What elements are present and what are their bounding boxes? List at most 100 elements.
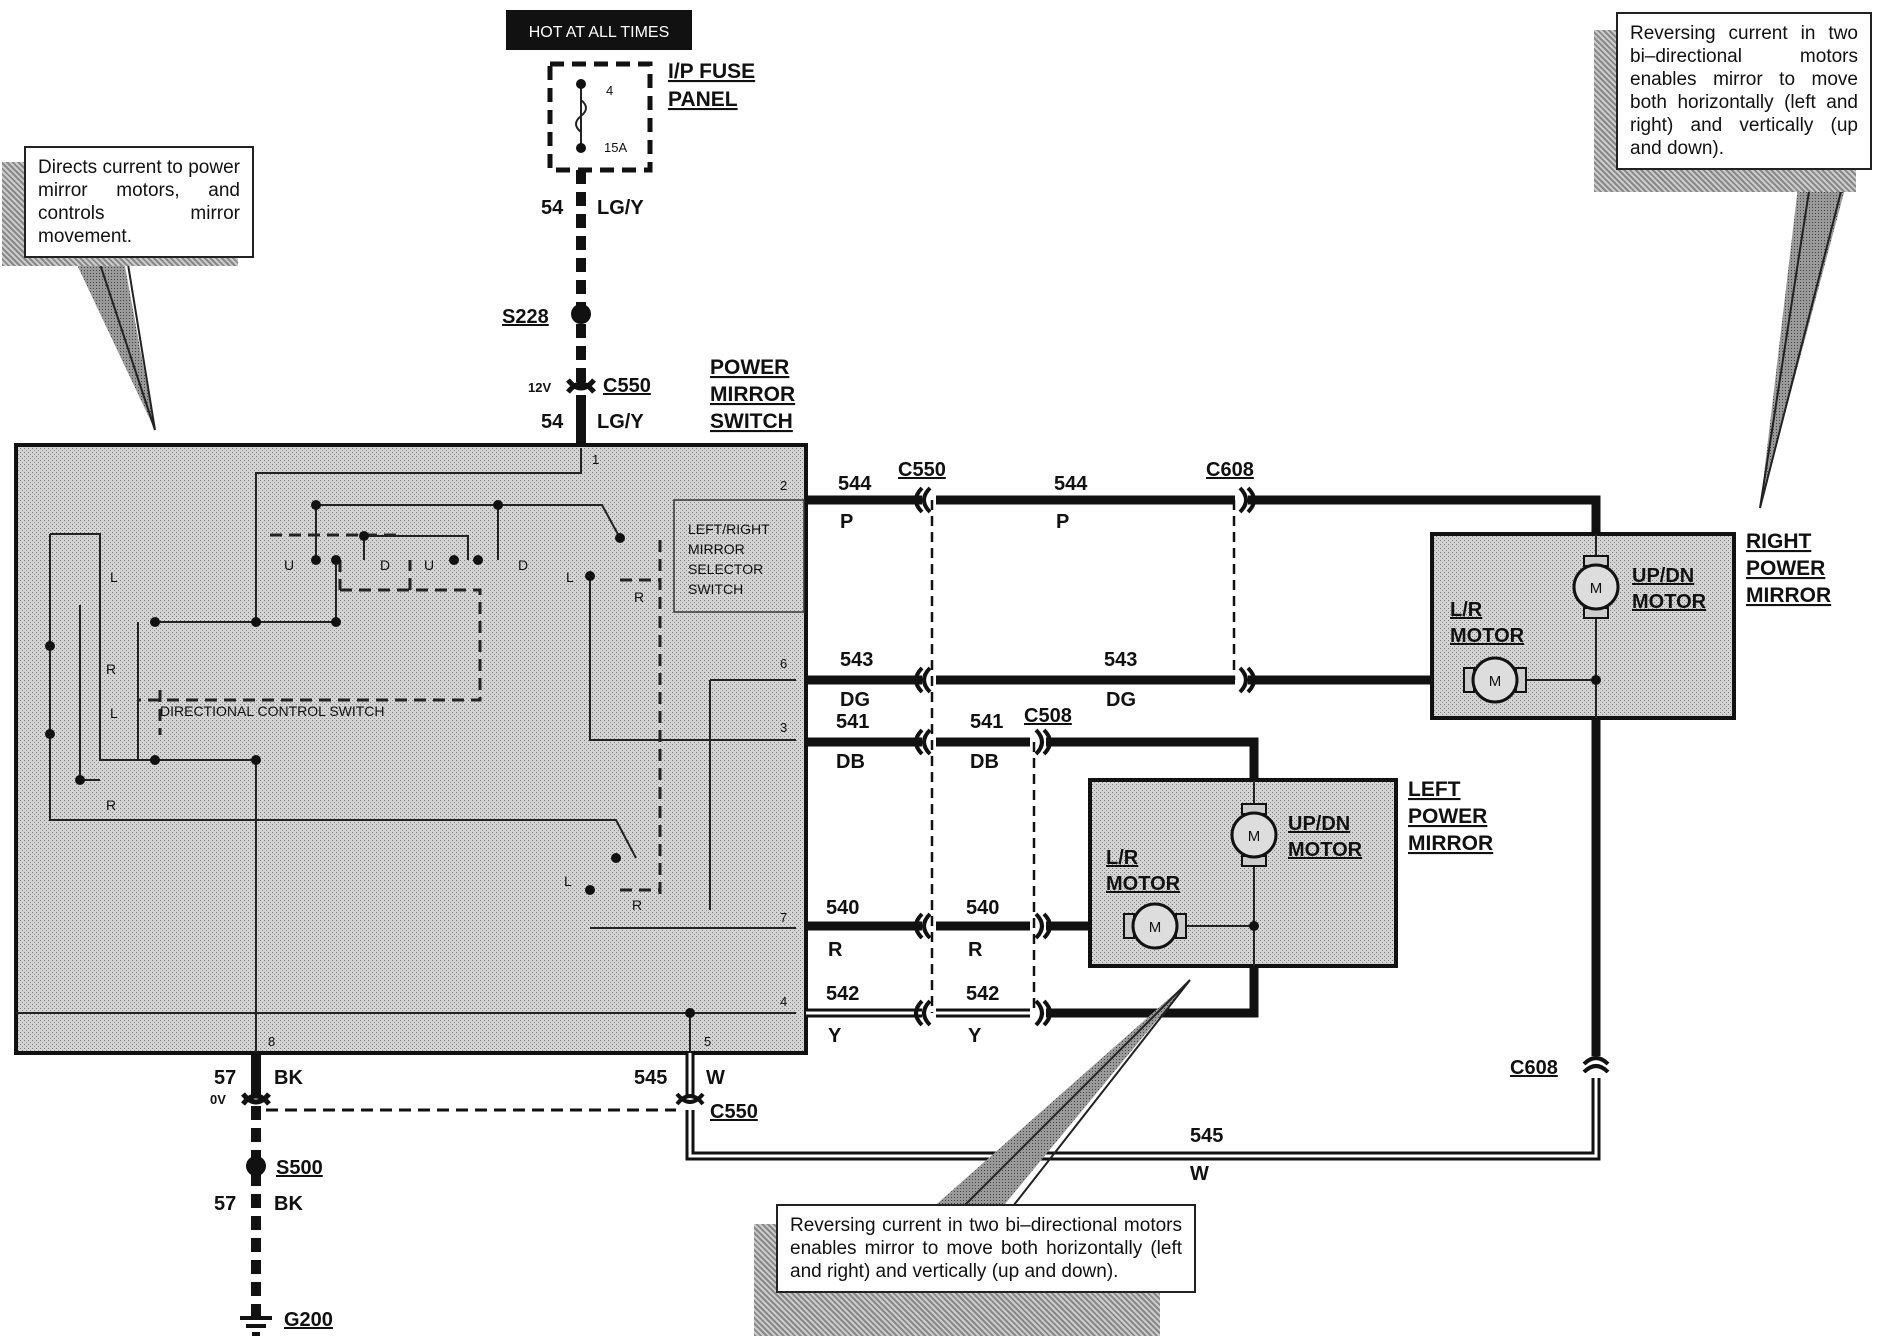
pin-8: 8 xyxy=(268,1034,275,1049)
right-mirror-title-1: RIGHT xyxy=(1746,530,1812,553)
contact-l-2: L xyxy=(110,705,118,721)
return-wire-color-right: W xyxy=(1190,1163,1209,1185)
left-lr-motor-symbol: M xyxy=(1149,919,1162,936)
left-updn-motor-label-1: UP/DN xyxy=(1288,813,1350,835)
fuse-panel-box xyxy=(547,61,653,173)
connector-symbols xyxy=(914,486,1610,1074)
wire-540-num-b: 540 xyxy=(966,897,999,919)
feed-color-top: LG/Y xyxy=(597,197,644,219)
ground-circuit-bottom: 57 xyxy=(214,1193,236,1215)
feed-circuit-top: 54 xyxy=(541,197,564,219)
ground-point-label: G200 xyxy=(284,1309,333,1331)
wire-544-num-a: 544 xyxy=(838,473,872,495)
contact-l-4: L xyxy=(564,873,572,889)
return-wire-color-left: W xyxy=(706,1067,725,1089)
pin-6: 6 xyxy=(780,656,787,671)
contact-r-2: R xyxy=(106,797,116,813)
pin-4: 4 xyxy=(780,994,787,1009)
fuse-panel-title-1: I/P FUSE xyxy=(668,60,755,83)
left-lr-motor-icon: M xyxy=(1123,902,1187,950)
contact-l-1: L xyxy=(110,569,118,585)
right-mirror-title-3: MIRROR xyxy=(1746,584,1831,607)
contact-d-2: D xyxy=(518,557,528,573)
hot-at-all-times-label: HOT AT ALL TIMES xyxy=(529,24,670,41)
connector-c508: C508 xyxy=(1024,705,1072,727)
wire-540-color-b: R xyxy=(968,939,983,961)
return-wire-545 xyxy=(266,1053,1601,1161)
connector-c550-top: C550 xyxy=(898,459,946,481)
connector-c550-bottom: C550 xyxy=(710,1101,758,1123)
right-mirror-junction xyxy=(1591,675,1601,685)
right-updn-motor-icon: M xyxy=(1572,555,1620,619)
switch-internal-wiring xyxy=(16,448,796,1053)
wire-541-num-a: 541 xyxy=(836,711,869,733)
ground-symbol-icon xyxy=(240,1316,272,1336)
wire-542-num-a: 542 xyxy=(826,983,859,1005)
right-lr-motor-icon: M xyxy=(1463,656,1527,704)
wire-543-color-b: DG xyxy=(1106,689,1136,711)
contact-l-3: L xyxy=(566,569,574,585)
right-updn-motor-symbol: M xyxy=(1590,580,1603,597)
fuse-rating: 15A xyxy=(604,140,627,155)
contact-d-1: D xyxy=(380,557,390,573)
switch-title-1: POWER xyxy=(710,356,789,379)
switch-title-3: SWITCH xyxy=(710,410,793,433)
right-updn-motor-label-2: MOTOR xyxy=(1632,591,1707,613)
bottom-callout: Reversing current in two bi–directional … xyxy=(776,1204,1196,1293)
wire-544-color-a: P xyxy=(840,511,853,533)
feed-circuit-bottom: 54 xyxy=(541,411,564,433)
wire-540-color-a: R xyxy=(828,939,843,961)
switch-contacts xyxy=(45,500,695,1018)
fuse-panel-title-2: PANEL xyxy=(668,88,738,111)
right-callout: Reversing current in two bi–directional … xyxy=(1616,12,1872,170)
selector-switch-label-box xyxy=(673,499,805,613)
selector-label-4: SWITCH xyxy=(688,581,743,597)
wire-542-color-a: Y xyxy=(828,1025,842,1047)
directional-control-switch-label: DIRECTIONAL CONTROL SWITCH xyxy=(160,703,385,719)
left-mirror-title-1: LEFT xyxy=(1408,778,1461,801)
wire-541-num-b: 541 xyxy=(970,711,1003,733)
right-mirror-title-2: POWER xyxy=(1746,557,1825,580)
left-lr-motor-label-2: MOTOR xyxy=(1106,873,1181,895)
left-mirror-title-3: MIRROR xyxy=(1408,832,1493,855)
right-updn-motor-label-1: UP/DN xyxy=(1632,565,1694,587)
connector-dashed-housings xyxy=(930,500,1236,1013)
left-updn-motor-symbol: M xyxy=(1248,828,1261,845)
ground-splice-label: S500 xyxy=(276,1157,323,1179)
wire-541-color-b: DB xyxy=(970,751,999,773)
wire-540-num-a: 540 xyxy=(826,897,859,919)
ground-color-bottom: BK xyxy=(274,1193,303,1215)
ground-circuit-top: 57 xyxy=(214,1067,236,1089)
ground-color-top: BK xyxy=(274,1067,303,1089)
splice-s228 xyxy=(571,304,591,324)
left-mirror-title-2: POWER xyxy=(1408,805,1487,828)
right-mirror-internal-wiring xyxy=(1518,534,1597,718)
selector-label-3: SELECTOR xyxy=(688,561,763,577)
ground-voltage: 0V xyxy=(210,1092,226,1107)
switch-title-2: MIRROR xyxy=(710,383,795,406)
hot-at-all-times-box xyxy=(506,10,692,50)
pin-7: 7 xyxy=(780,910,787,925)
contact-u-2: U xyxy=(424,557,434,573)
left-updn-motor-label-2: MOTOR xyxy=(1288,839,1363,861)
selector-label-1: LEFT/RIGHT xyxy=(688,521,770,537)
contact-r-4: R xyxy=(632,897,642,913)
pin-1: 1 xyxy=(592,452,599,467)
pin-2: 2 xyxy=(780,478,787,493)
wire-544-num-b: 544 xyxy=(1054,473,1088,495)
wire-544-color-b: P xyxy=(1056,511,1069,533)
wire-543-num-b: 543 xyxy=(1104,649,1137,671)
left-lr-motor-label-1: L/R xyxy=(1106,847,1139,869)
pin-5: 5 xyxy=(704,1034,711,1049)
left-mirror-internal-wiring xyxy=(1180,780,1255,966)
callout-pointers xyxy=(70,170,1850,1211)
wire-543-num-a: 543 xyxy=(840,649,873,671)
contact-r-3: R xyxy=(634,589,644,605)
left-callout: Directs current to power mirror motors, … xyxy=(24,146,254,258)
return-wire-num-left: 545 xyxy=(634,1067,667,1089)
switch-dashed-linkage xyxy=(138,533,662,900)
selector-label-2: MIRROR xyxy=(688,541,745,557)
fuse-number: 4 xyxy=(606,83,613,98)
feed-voltage: 12V xyxy=(528,380,551,395)
pin-3: 3 xyxy=(780,720,787,735)
